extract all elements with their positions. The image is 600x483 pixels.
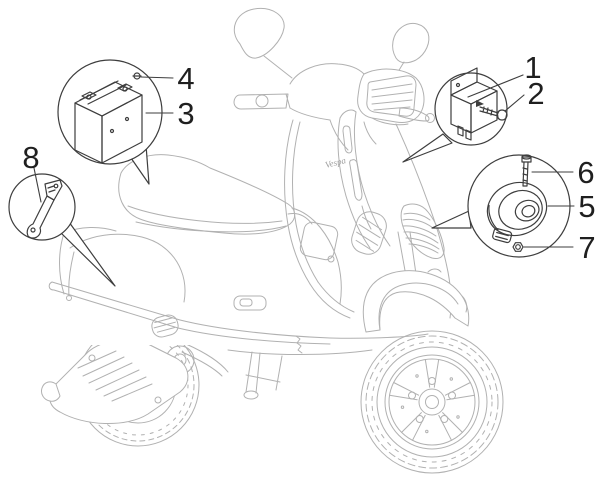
relay-screw-part xyxy=(479,106,508,121)
callout-number-1: 1 xyxy=(524,50,541,85)
body-fill xyxy=(51,154,430,345)
bubble-tail xyxy=(431,210,472,229)
callout-numbers: 1 2 3 4 5 6 7 8 xyxy=(22,50,595,265)
exhaust-muffler xyxy=(41,339,189,424)
scooter-sketch: Vespa xyxy=(41,7,504,474)
callout-line-1 xyxy=(467,74,524,98)
bubble-tail xyxy=(402,133,453,163)
handlebar-assembly xyxy=(233,7,435,151)
front-wheel xyxy=(360,330,504,474)
horn-detail-bubble xyxy=(431,154,571,258)
rear-body xyxy=(48,227,429,400)
callout-line-2 xyxy=(504,94,525,112)
callout-number-4: 4 xyxy=(177,61,194,96)
battery-detail-bubble xyxy=(57,59,163,185)
callout-line-8 xyxy=(33,167,42,203)
callout-number-7: 7 xyxy=(578,230,595,265)
callout-number-6: 6 xyxy=(577,155,594,190)
vespa-logo: Vespa xyxy=(324,155,347,170)
front-fender xyxy=(362,268,470,333)
horn-nut-part xyxy=(512,242,524,252)
callout-number-3: 3 xyxy=(177,96,194,131)
relay-part xyxy=(450,67,498,141)
horn-screw-part xyxy=(521,154,532,187)
battery-part xyxy=(74,80,143,164)
battery-screw-part xyxy=(132,72,142,80)
callout-number-5: 5 xyxy=(578,189,595,224)
callout-line-4 xyxy=(140,76,174,79)
bracket-detail-bubble xyxy=(8,173,116,287)
callout-number-8: 8 xyxy=(22,140,39,175)
relay-detail-bubble xyxy=(402,67,508,163)
callout-number-2: 2 xyxy=(527,76,544,111)
horn-bracket xyxy=(492,227,513,244)
bracket-part xyxy=(26,179,63,239)
callout-lines xyxy=(33,74,575,248)
